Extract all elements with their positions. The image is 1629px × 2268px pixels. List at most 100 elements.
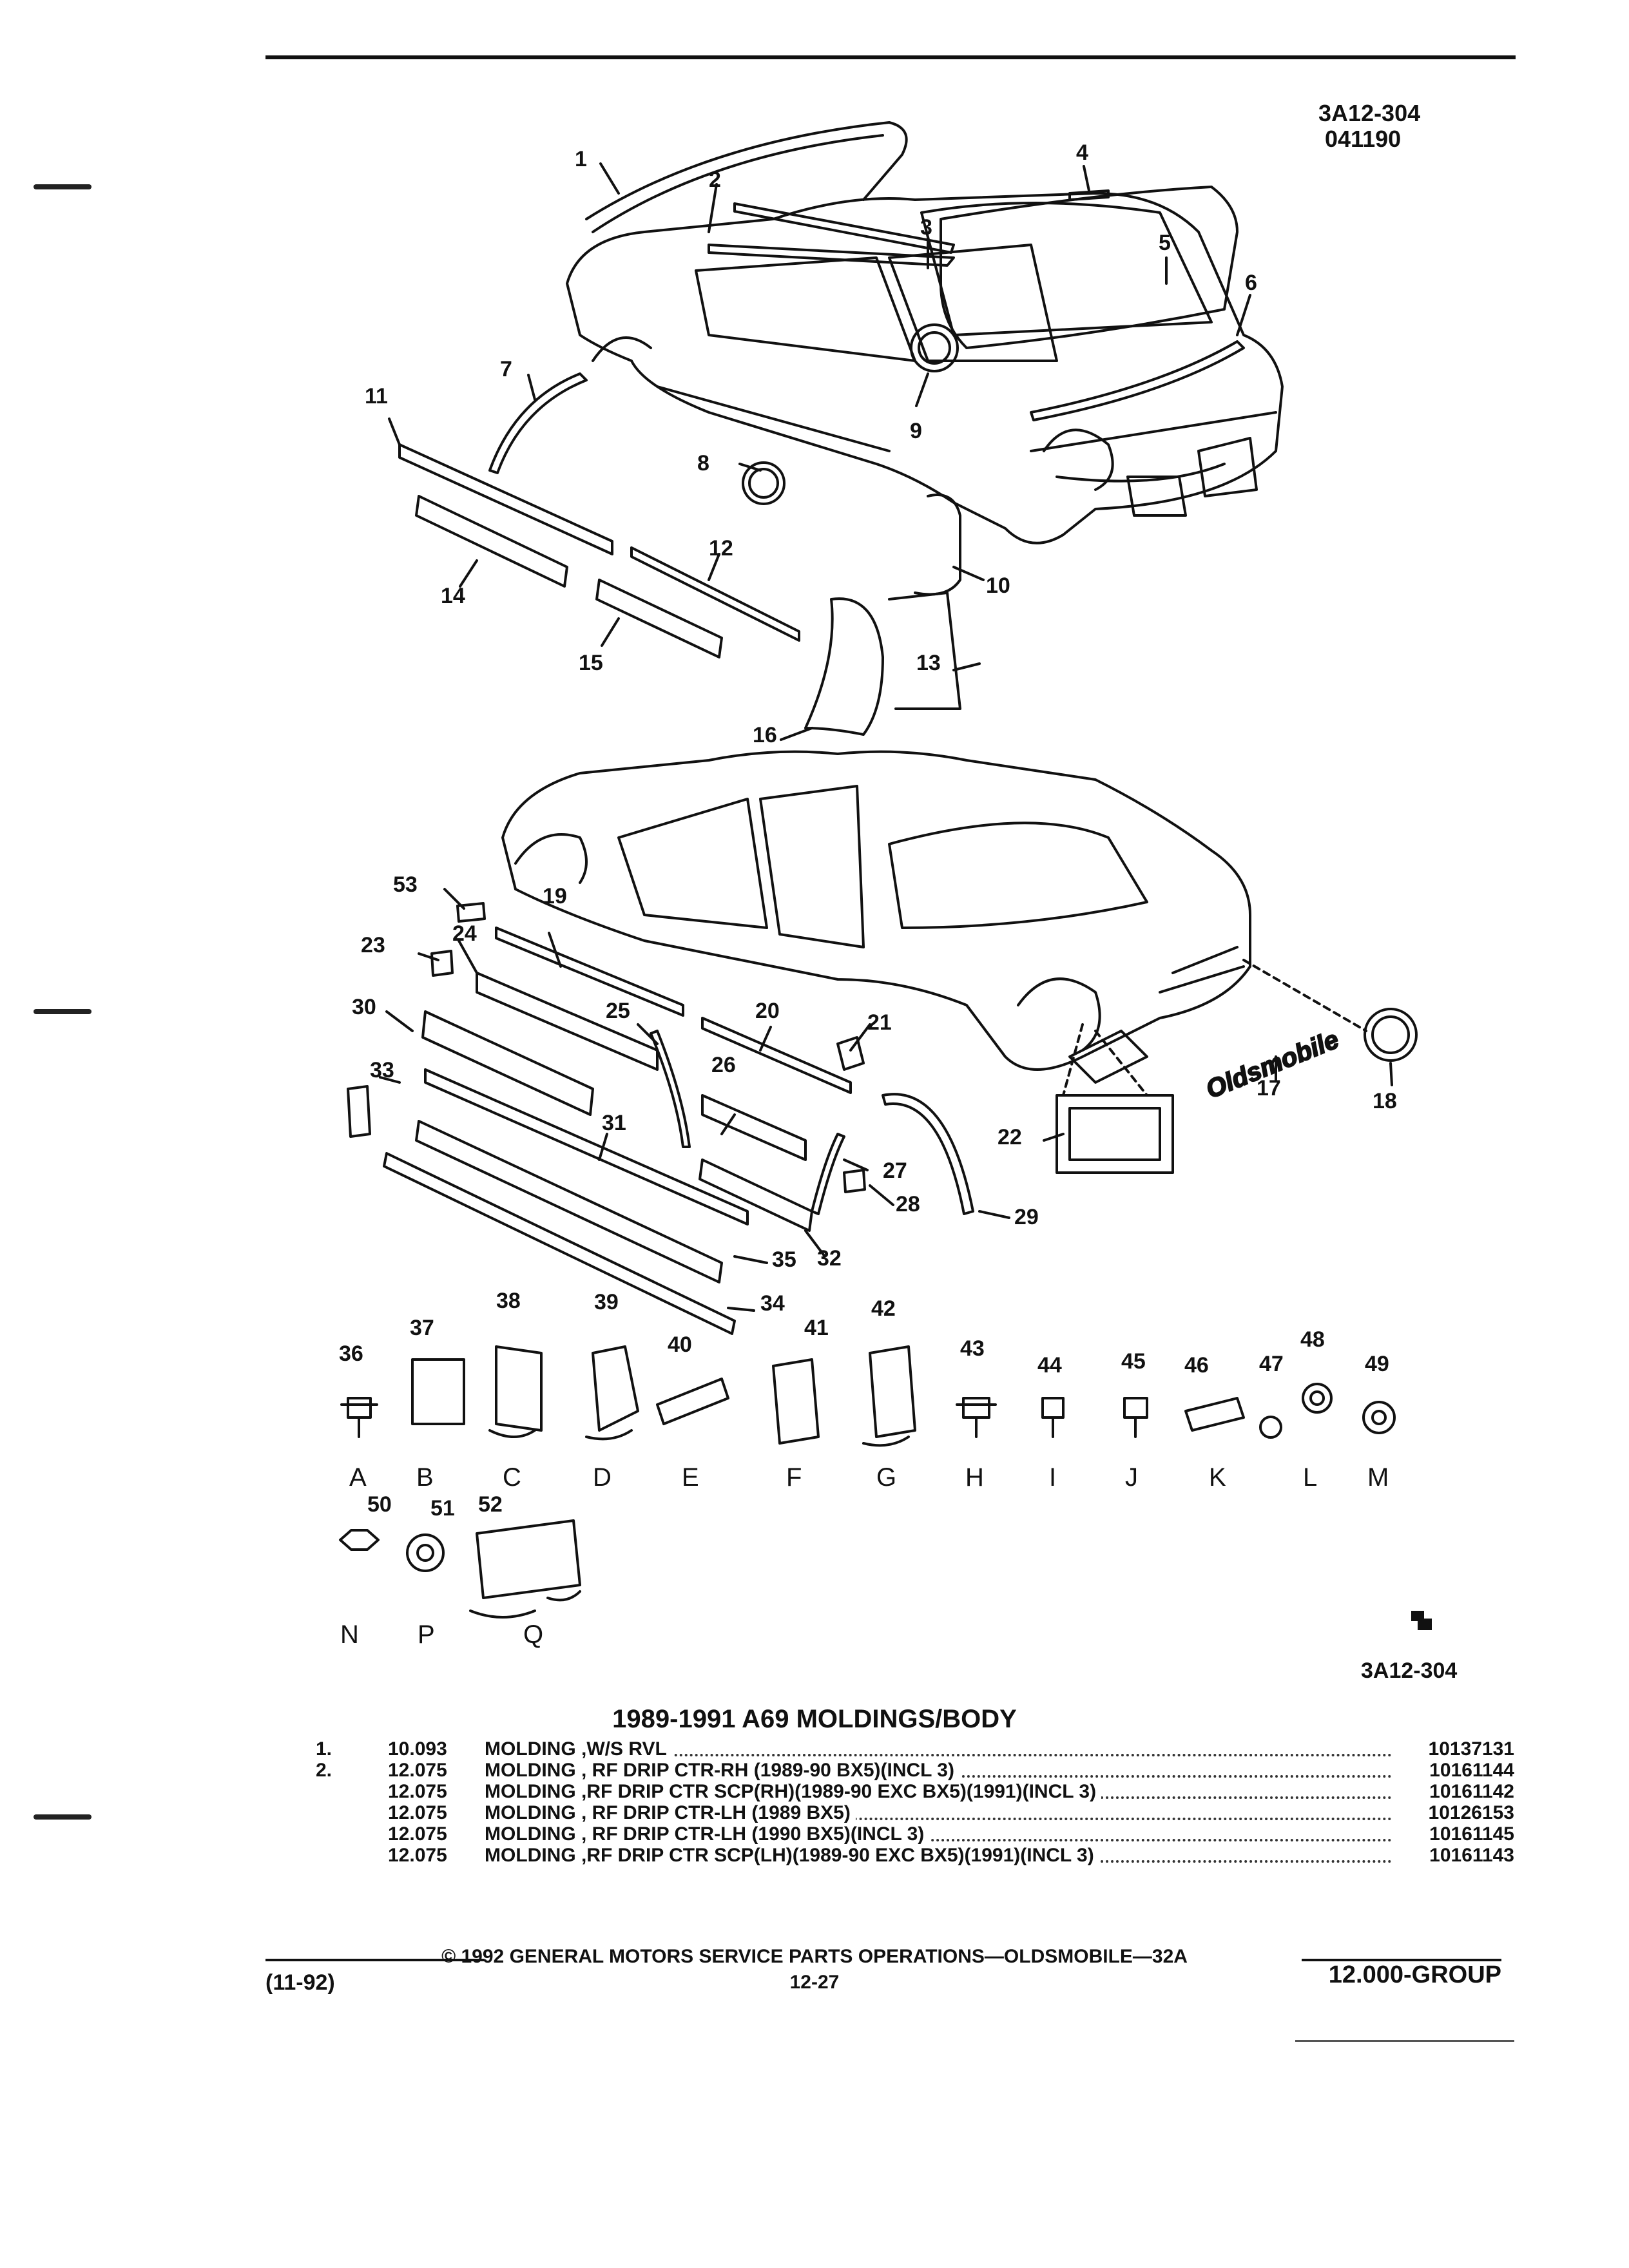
letter-H: H	[965, 1463, 984, 1492]
description-cell: MOLDING , RF DRIP CTR-LH (1989 BX5)	[485, 1802, 1392, 1824]
description: MOLDING , RF DRIP CTR-LH (1989 BX5)	[485, 1802, 856, 1823]
part-number: 10137131	[1428, 1738, 1514, 1760]
rocker-molding-11	[398, 443, 613, 555]
letter-E: E	[682, 1463, 699, 1492]
rocker-molding-31	[415, 1120, 723, 1283]
upper-car-body	[566, 192, 1284, 544]
callout-53: 53	[393, 872, 418, 897]
door-molding-20	[701, 1017, 852, 1094]
callout-17: 17	[1257, 1076, 1281, 1100]
door-molding-24	[476, 972, 659, 1071]
callout-24: 24	[452, 921, 477, 946]
callout-15: 15	[579, 651, 603, 675]
quarter-molding-10	[914, 494, 961, 596]
wheel-molding-27	[811, 1133, 845, 1215]
callout-10: 10	[986, 573, 1010, 598]
callout-9: 9	[910, 419, 922, 443]
parts-row: 12.075 MOLDING ,RF DRIP CTR SCP(RH)(1989…	[316, 1781, 1514, 1802]
letter-M: M	[1367, 1463, 1389, 1492]
callout-7: 7	[500, 357, 512, 381]
callout-40: 40	[668, 1332, 692, 1357]
footer-date: (11-92)	[265, 1970, 335, 1995]
callout-36: 36	[339, 1341, 363, 1366]
description: MOLDING ,W/S RVL	[485, 1738, 672, 1760]
parts-row: 1. 10.093 MOLDING ,W/S RVL 10137131	[316, 1738, 1514, 1760]
parts-row: 12.075 MOLDING , RF DRIP CTR-LH (1990 BX…	[316, 1823, 1514, 1845]
quarter-molding-13	[888, 591, 961, 710]
gm-mark-icon	[1411, 1611, 1432, 1630]
emblem-18	[1364, 1008, 1418, 1062]
letter-F: F	[786, 1463, 802, 1492]
description: MOLDING ,RF DRIP CTR SCP(RH)(1989-90 EXC…	[485, 1781, 1102, 1802]
binder-hole-1	[34, 184, 92, 189]
footer-page-number: 12-27	[789, 1972, 840, 1993]
callout-29: 29	[1014, 1205, 1039, 1229]
part-number: 10161142	[1429, 1781, 1514, 1802]
callout-19: 19	[543, 884, 567, 908]
callout-27: 27	[883, 1158, 907, 1183]
ws-reveal-molding-1	[585, 121, 908, 233]
parts-row: 2. 12.075 MOLDING , RF DRIP CTR-RH (1989…	[316, 1760, 1514, 1781]
callout-49: 49	[1365, 1352, 1389, 1376]
clip-23	[430, 950, 454, 977]
letter-K: K	[1209, 1463, 1226, 1492]
callout-37: 37	[410, 1316, 434, 1340]
letter-A: A	[349, 1463, 367, 1492]
nameplate-22	[1055, 1094, 1174, 1174]
binder-hole-2	[34, 1009, 92, 1014]
callout-50: 50	[367, 1492, 392, 1517]
callout-52: 52	[478, 1492, 503, 1517]
part-number: 10161145	[1429, 1823, 1514, 1845]
callout-34: 34	[760, 1291, 785, 1316]
fastener-row-1	[340, 1345, 1396, 1447]
door-molding-30	[421, 1010, 594, 1116]
part-number: 10161144	[1429, 1760, 1514, 1781]
callout-26: 26	[711, 1053, 736, 1077]
part-number: 10126153	[1428, 1802, 1514, 1823]
callout-4: 4	[1076, 140, 1088, 165]
part-number: 10161143	[1429, 1845, 1514, 1866]
door-molding-19	[495, 927, 684, 1017]
group-code: 12.075	[388, 1823, 447, 1845]
group-code: 12.075	[388, 1802, 447, 1823]
section-title: 1989-1991 A69 MOLDINGS/BODY	[612, 1705, 1017, 1733]
illustration-code: 3A12-304	[1318, 100, 1421, 126]
clip-28	[843, 1169, 866, 1193]
footer-rule-left	[265, 1959, 485, 1961]
footer-rule-right	[1302, 1959, 1501, 1961]
parts-list: 1. 10.093 MOLDING ,W/S RVL 10137131 2. 1…	[316, 1738, 1514, 1866]
parts-row: 12.075 MOLDING , RF DRIP CTR-LH (1989 BX…	[316, 1802, 1514, 1823]
description-cell: MOLDING , RF DRIP CTR-RH (1989-90 BX5)(I…	[485, 1760, 1392, 1782]
clip-21	[836, 1036, 865, 1071]
callout-22: 22	[998, 1125, 1022, 1149]
bottom-stray-rule	[1295, 2040, 1514, 2042]
description: MOLDING , RF DRIP CTR-LH (1990 BX5)(INCL…	[485, 1823, 930, 1845]
letter-P: P	[418, 1620, 435, 1649]
back-window-molding-4	[1068, 189, 1110, 201]
line-number: 1.	[316, 1738, 333, 1760]
emblem-9	[910, 323, 959, 372]
date-code: 041190	[1325, 126, 1402, 152]
clip-53	[456, 902, 486, 923]
rocker-molding-12	[630, 546, 800, 642]
letter-J: J	[1125, 1463, 1138, 1492]
group-code: 12.075	[388, 1760, 447, 1781]
callout-31: 31	[602, 1111, 626, 1135]
top-rule	[265, 55, 1516, 59]
emblem-8	[742, 461, 786, 505]
rocker-molding-33	[424, 1068, 749, 1225]
callout-23: 23	[361, 933, 385, 957]
wheel-molding-7	[488, 372, 588, 474]
callout-16: 16	[753, 723, 777, 747]
description: MOLDING , RF DRIP CTR-RH (1989-90 BX5)(I…	[485, 1760, 959, 1781]
binder-hole-3	[34, 1814, 92, 1820]
door-molding-32	[699, 1158, 813, 1232]
group-code: 12.075	[388, 1845, 447, 1866]
callout-14: 14	[441, 584, 465, 608]
description-cell: MOLDING ,W/S RVL	[485, 1738, 1392, 1760]
callout-32: 32	[817, 1246, 842, 1271]
group-code: 12.075	[388, 1781, 447, 1802]
parts-row: 12.075 MOLDING ,RF DRIP CTR SCP(LH)(1989…	[316, 1845, 1514, 1866]
callout-33: 33	[370, 1058, 394, 1082]
letter-C: C	[503, 1463, 521, 1492]
